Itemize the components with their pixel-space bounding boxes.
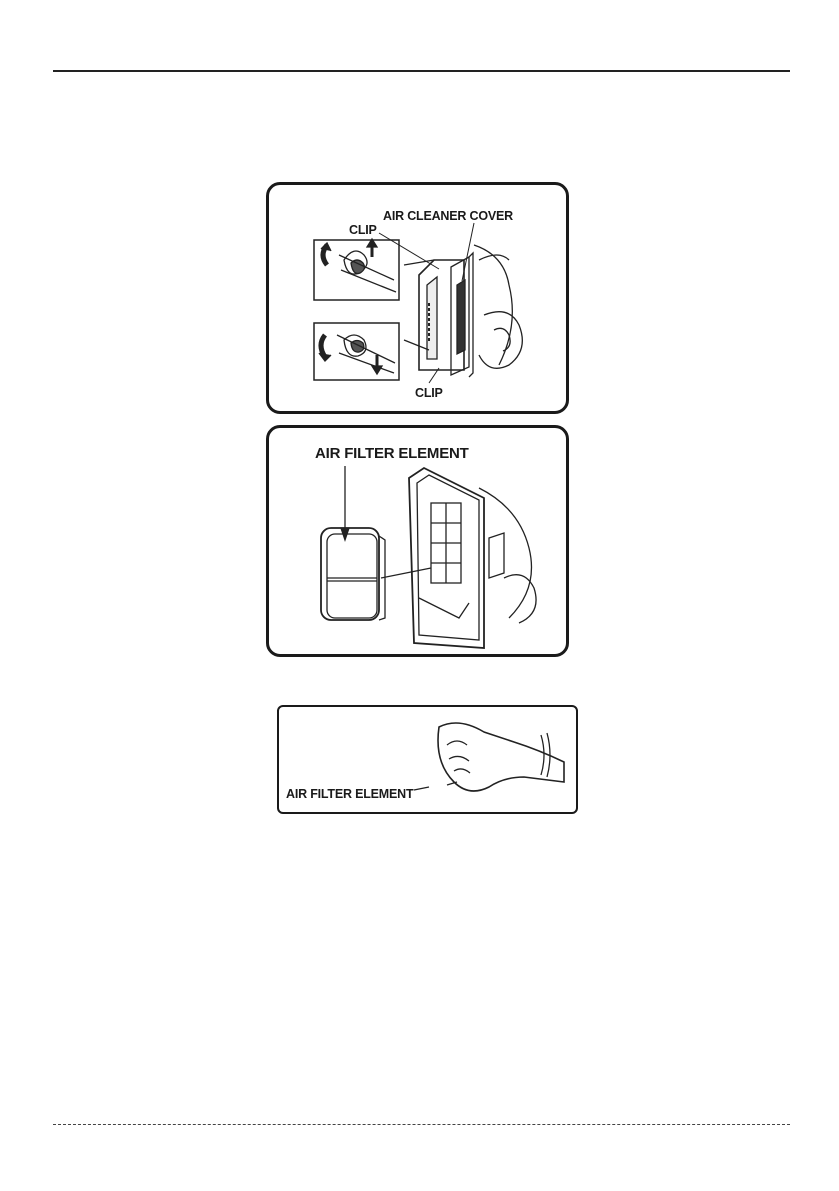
leader-lines	[269, 185, 566, 411]
figure-air-filter-removal: AIR FILTER ELEMENT	[266, 425, 569, 657]
figure-squeeze-element: AIR FILTER ELEMENT	[277, 705, 578, 814]
figure-air-cleaner-cover: AIR CLEANER COVER CLIP CLIP	[266, 182, 569, 414]
filter-element-shape	[321, 528, 379, 620]
label-air-filter-element: AIR FILTER ELEMENT	[315, 445, 469, 462]
footer-rule	[53, 1124, 790, 1125]
label-squeeze-element: AIR FILTER ELEMENT	[286, 787, 413, 801]
header-rule	[53, 70, 790, 72]
